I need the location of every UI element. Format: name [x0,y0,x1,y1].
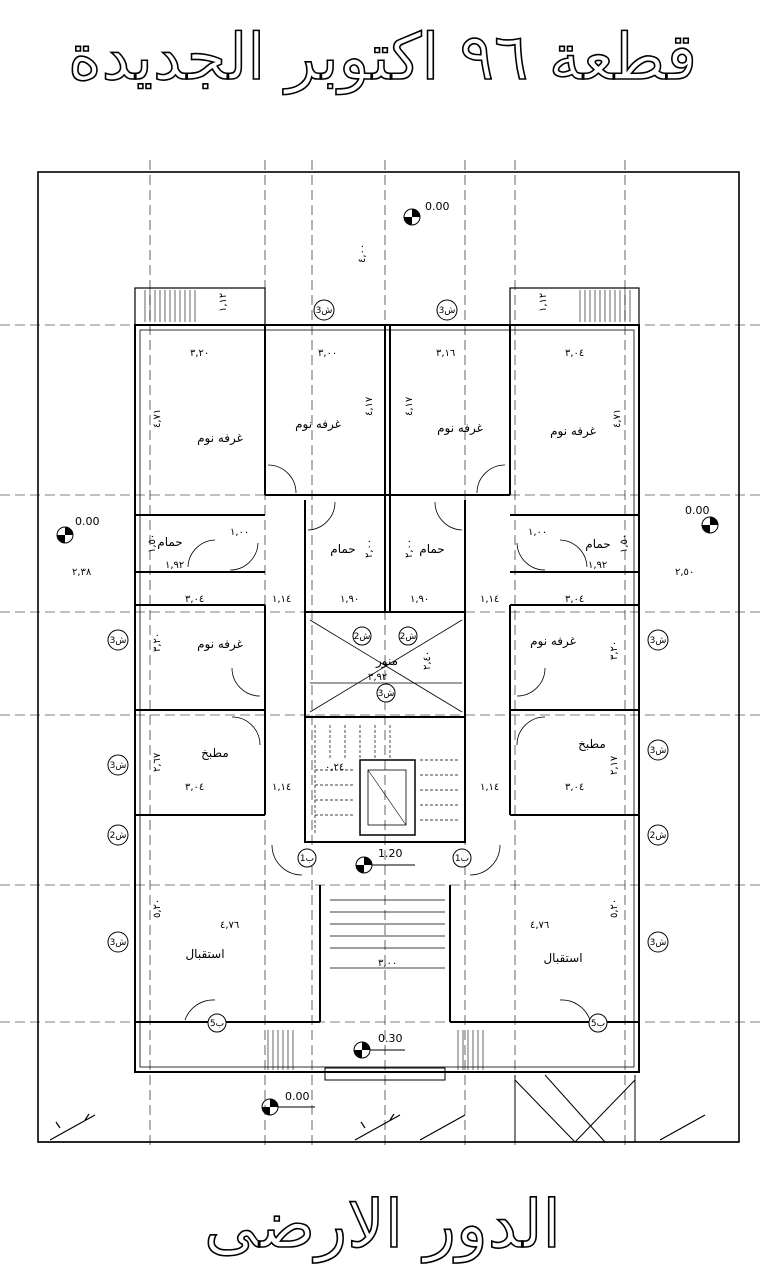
dim-setback-top: ٤,٠٠ [357,244,368,263]
room-label-kitchen-1: مطبخ [201,746,229,760]
room-label-bedroom-2: غرفه نوم [295,417,341,432]
tag-w2-d: ش2 [400,632,417,642]
dim-bath2-b: ١,٩٠ [340,594,359,605]
room-label-bedroom-1: غرفه نوم [197,431,243,446]
room-label-reception-1: استقبال [185,947,224,961]
dim-entry-w: ٣,٠٠ [378,958,397,969]
dim-bath4-w: ١,٠٠ [528,527,547,538]
tag-w3-e: ش3 [110,761,127,771]
floor-title: الدور الارضى [203,1185,561,1264]
tag-d5-b: ب5 [591,1019,605,1029]
dim-bed1-w: ٣,٢٠ [190,348,209,359]
tag-w3-i: ش3 [378,689,395,699]
dim-hall-l: ١,١٤ [272,594,291,605]
room-label-reception-2: استقبال [543,951,582,965]
dim-bath2-h: ٢,٠٠ [364,539,375,558]
tag-d1-a: ب1 [300,854,314,864]
tag-w3-f: ش3 [650,746,667,756]
dim-kit-hall-r: ١,١٤ [480,782,499,793]
dim-kit-hall-l: ١,١٤ [272,782,291,793]
window-tags [107,299,669,1033]
dim-bed3-w: ٣,١٦ [436,348,455,359]
dim-bed1-h: ٤,٧١ [152,409,163,428]
tag-d1-b: ب1 [455,854,469,864]
dim-rec-l-w: ٤,٧٦ [220,920,239,931]
level-left: 0.00 [75,515,100,528]
room-label-bath-1: حمام [157,535,182,549]
dim-bed2-w: ٣,٠٠ [318,348,337,359]
dim-rec-r-h: ٥,٢٠ [609,899,620,918]
door-swings [184,464,591,1021]
tag-w3-b: ش3 [439,306,456,316]
dim-bed4-w: ٣,٠٤ [565,348,584,359]
tag-d5-a: ب5 [210,1019,224,1029]
room-label-bedroom-6: غرفه نوم [530,634,576,649]
dim-stair: ٠,٢٤ [325,762,344,773]
room-label-lightwell: منور [375,654,398,669]
dim-row-r: ٣,٠٤ [565,594,584,605]
stair-flights [314,725,460,835]
tag-w2-a: ش2 [110,831,127,841]
tag-w3-c: ش3 [110,636,127,646]
entrance-steps [330,899,445,969]
tag-w3-g: ش3 [110,938,127,948]
dim-side-left: ٢,٣٨ [72,567,92,578]
dim-bath3-h: ٢,٠٠ [404,539,415,558]
dim-lightwell-w: ٣,٩٢ [368,672,387,683]
dim-hall-r: ١,١٤ [480,594,499,605]
room-label-bath-4: حمام [585,537,610,551]
dim-bed2-h: ٤,١٧ [364,396,375,416]
level-right: 0.00 [685,504,710,517]
dim-bath1-h: ١,٥٠ [147,534,158,553]
dim-kit-l-h: ٢,٦٧ [152,752,163,772]
dim-bed4-h: ٤,٧١ [612,409,623,428]
dim-balcony-l: ١,١٢ [218,293,229,312]
dim-bath4-b: ١,٩٢ [588,560,607,571]
room-label-kitchen-2: مطبخ [578,737,606,751]
dim-rec-l-h: ٥,٢٠ [152,899,163,918]
dim-bath3-b: ١,٩٠ [410,594,429,605]
dim-side-right: ٢,٥٠ [675,567,694,578]
dim-kit-l-w: ٣,٠٤ [185,782,204,793]
room-label-bedroom-5: غرفه نوم [197,637,243,652]
dim-row-l: ٣,٠٤ [185,594,204,605]
dim-bed3-h: ٤,١٧ [404,396,415,416]
plot-title: قطعة ٩٦ اكتوبر الجديدة [67,20,697,96]
elevator-shaft [359,759,416,836]
room-label-bedroom-4: غرفه نوم [550,424,596,439]
dim-bath4-h: ١,٥٠ [619,534,630,553]
room-label-bedroom-3: غرفه نوم [437,421,483,436]
building-walls [134,287,640,1081]
room-label-bath-3: حمام [419,542,444,556]
tag-w2-b: ش2 [650,831,667,841]
tag-w2-c: ش2 [354,632,371,642]
dim-bath1-b: ١,٩٢ [165,560,184,571]
dim-bed5-h: ٣,٢٠ [152,633,163,652]
dim-kit-r-w: ٣,٠٤ [565,782,584,793]
dim-balcony-r: ١,١٢ [538,293,549,312]
level-top: 0.00 [425,200,450,213]
room-label-bath-2: حمام [330,542,355,556]
tag-w3-h: ش3 [650,938,667,948]
dim-bed6-h: ٣,٢٠ [609,641,620,660]
dim-rec-r-w: ٤,٧٦ [530,920,549,931]
dim-bath1-w: ١,٠٠ [230,527,249,538]
tag-w3-a: ش3 [316,306,333,316]
tag-w3-d: ش3 [650,636,667,646]
level-markers [56,208,719,1116]
level-entrance: 0.30 [378,1032,403,1045]
dim-lightwell-h: ٢,٤٠ [422,651,433,670]
level-stair: 1.20 [378,847,403,860]
level-bottom: 0.00 [285,1090,310,1103]
dim-kit-r-h: ٢,١٧ [609,755,620,775]
